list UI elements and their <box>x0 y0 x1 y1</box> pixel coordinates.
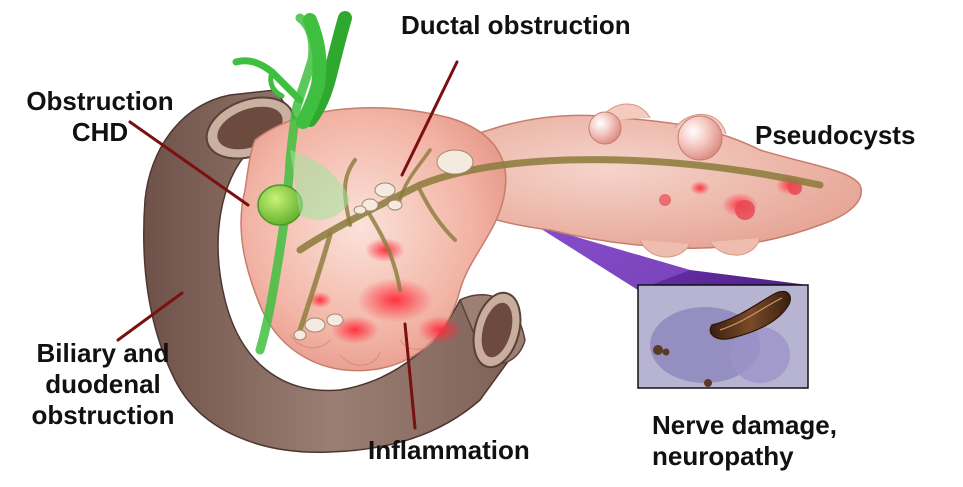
label-obstruction-chd: Obstruction CHD <box>10 86 190 148</box>
label-biliary-line2: duodenal <box>10 369 196 400</box>
label-biliary-line3: obstruction <box>10 400 196 431</box>
label-biliary-duodenal: Biliary and duodenal obstruction <box>10 338 196 431</box>
label-obstruction-chd-line2: CHD <box>10 117 190 148</box>
label-ductal-obstruction: Ductal obstruction <box>401 10 631 41</box>
label-nerve-line1: Nerve damage, <box>652 410 837 441</box>
label-nerve-damage: Nerve damage, neuropathy <box>652 410 837 472</box>
label-biliary-line1: Biliary and <box>10 338 196 369</box>
label-inflammation: Inflammation <box>368 435 530 466</box>
nerve-histology-inset <box>638 285 808 388</box>
label-obstruction-chd-line1: Obstruction <box>10 86 190 117</box>
label-nerve-line2: neuropathy <box>652 441 837 472</box>
label-pseudocysts: Pseudocysts <box>755 120 915 151</box>
